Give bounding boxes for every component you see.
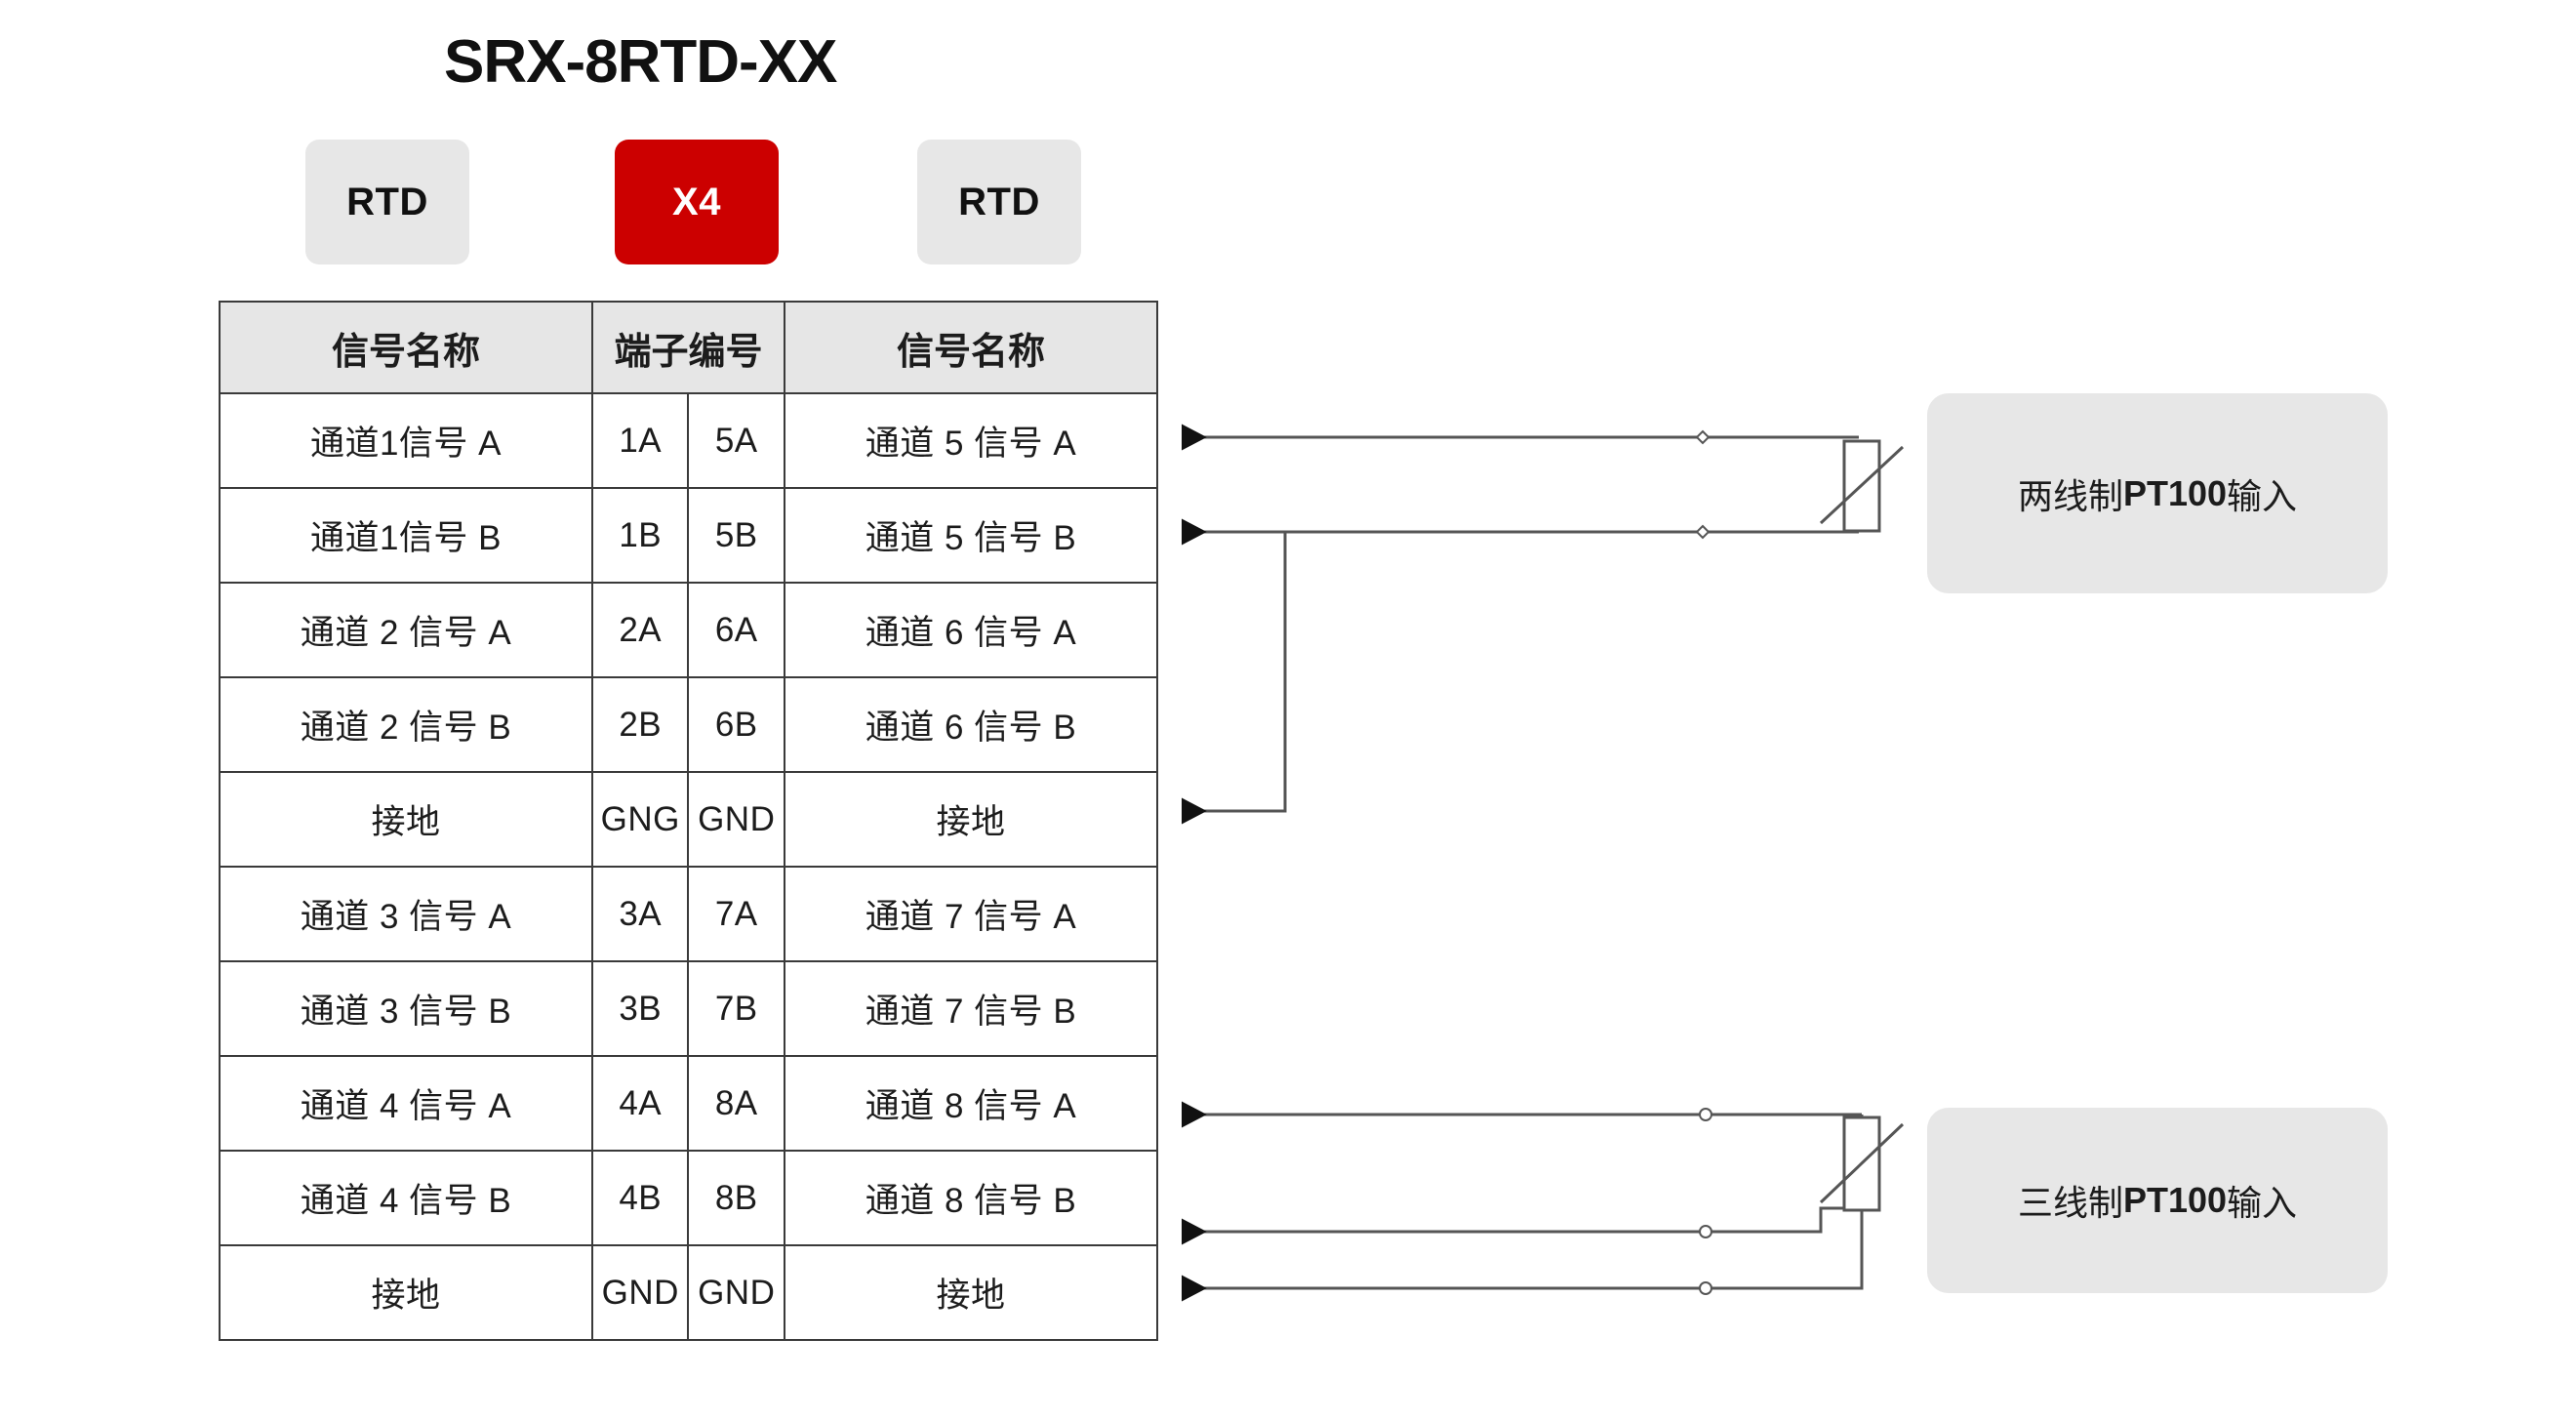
- cell-left-signal: 通道 2 信号 A: [219, 582, 593, 678]
- cell-left-signal: 通道 3 信号 A: [219, 866, 593, 962]
- badge-rtd-left-label: RTD: [346, 180, 428, 223]
- cell-right-signal: 通道 8 信号 A: [783, 1055, 1159, 1152]
- terminal-marker-5b: [1695, 524, 1711, 540]
- wire-8b: [1182, 1206, 1849, 1245]
- note-two-wire-prefix: 两线制: [2017, 475, 2123, 516]
- note-two-wire-strong: PT100: [2122, 472, 2228, 513]
- cell-right-signal: 通道 6 信号 A: [783, 582, 1159, 678]
- cell-left-terminal: 1B: [590, 487, 690, 584]
- cell-left-terminal: 2A: [590, 582, 690, 678]
- cell-left-terminal: 3A: [590, 866, 690, 962]
- cell-left-signal: 通道 4 信号 B: [219, 1150, 593, 1246]
- cell-right-signal: 通道 7 信号 B: [783, 960, 1159, 1057]
- cell-right-signal: 通道 5 信号 B: [783, 487, 1159, 584]
- rtd-sensor-body-2wire: [1842, 439, 1881, 533]
- terminal-marker-8b: [1699, 1225, 1712, 1238]
- badge-x4: X4: [615, 140, 779, 264]
- rtd-sensor-slash-3wire: [1819, 1122, 1905, 1204]
- cell-right-terminal: 6B: [687, 676, 785, 773]
- cell-left-signal: 接地: [219, 771, 593, 868]
- cell-right-terminal: 5B: [687, 487, 785, 584]
- terminal-marker-8a: [1699, 1108, 1712, 1121]
- note-two-wire-pt100: 两线制 PT100 输入: [1927, 393, 2388, 593]
- cell-right-signal: 通道 6 信号 B: [783, 676, 1159, 773]
- cell-right-terminal: GND: [687, 771, 785, 868]
- header-terminal: 端子编号: [591, 301, 785, 394]
- note-three-wire-strong: PT100: [2122, 1180, 2228, 1220]
- cell-left-terminal: 2B: [590, 676, 690, 773]
- cell-left-terminal: 3B: [590, 960, 690, 1057]
- cell-right-terminal: GND: [687, 1244, 785, 1341]
- cell-right-terminal: 5A: [687, 392, 785, 489]
- note-three-wire-suffix: 输入: [2227, 1183, 2298, 1223]
- badge-rtd-right-label: RTD: [958, 180, 1040, 223]
- two-wire-pt100-wiring: [1182, 424, 1905, 825]
- cell-left-signal: 通道 4 信号 A: [219, 1055, 593, 1152]
- wire-gnd-2wire: [1182, 532, 1287, 825]
- cell-left-signal: 通道1信号 A: [219, 392, 593, 489]
- cell-left-terminal: GNG: [590, 771, 690, 868]
- badge-rtd-right: RTD: [917, 140, 1081, 264]
- header-left-signal: 信号名称: [219, 301, 593, 394]
- cell-right-signal: 接地: [783, 1244, 1159, 1341]
- cell-right-signal: 通道 8 信号 B: [783, 1150, 1159, 1246]
- cell-right-terminal: 8B: [687, 1150, 785, 1246]
- cell-left-signal: 通道1信号 B: [219, 487, 593, 584]
- cell-left-terminal: 1A: [590, 392, 690, 489]
- cell-left-signal: 通道 2 信号 B: [219, 676, 593, 773]
- page-title: SRX-8RTD-XX: [444, 28, 837, 96]
- header-right-signal: 信号名称: [783, 301, 1159, 394]
- wire-gnd-3wire: [1182, 1115, 1864, 1302]
- cell-left-signal: 接地: [219, 1244, 593, 1341]
- table-header-row: 信号名称 端子编号 信号名称: [219, 301, 1159, 394]
- cell-left-terminal: 4A: [590, 1055, 690, 1152]
- cell-right-terminal: 8A: [687, 1055, 785, 1152]
- note-two-wire-suffix: 输入: [2227, 475, 2298, 516]
- cell-right-signal: 通道 7 信号 A: [783, 866, 1159, 962]
- cell-right-signal: 接地: [783, 771, 1159, 868]
- cell-right-signal: 通道 5 信号 A: [783, 392, 1159, 489]
- cell-right-terminal: 7A: [687, 866, 785, 962]
- badge-rtd-left: RTD: [305, 140, 469, 264]
- cell-right-terminal: 7B: [687, 960, 785, 1057]
- cell-left-terminal: GND: [590, 1244, 690, 1341]
- rtd-sensor-body-3wire: [1842, 1116, 1881, 1212]
- terminal-marker-gnd-3wire: [1699, 1281, 1712, 1295]
- note-three-wire-prefix: 三线制: [2017, 1183, 2123, 1223]
- cell-left-terminal: 4B: [590, 1150, 690, 1246]
- cell-left-signal: 通道 3 信号 B: [219, 960, 593, 1057]
- three-wire-pt100-wiring: [1182, 1101, 1905, 1302]
- badge-x4-label: X4: [672, 180, 721, 223]
- cell-right-terminal: 6A: [687, 582, 785, 678]
- rtd-sensor-slash-2wire: [1819, 445, 1905, 525]
- terminal-marker-5a: [1695, 429, 1711, 445]
- note-three-wire-pt100: 三线制 PT100 输入: [1927, 1108, 2388, 1293]
